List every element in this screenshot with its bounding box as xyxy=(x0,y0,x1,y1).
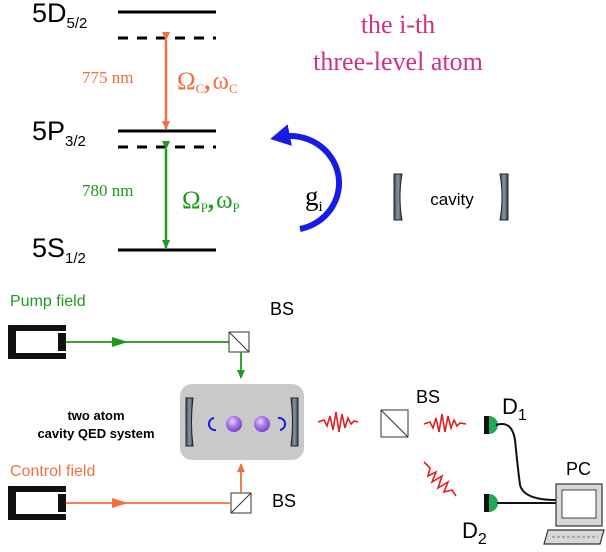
detector-dome xyxy=(489,416,498,434)
level-5p-label: 5P3/2 xyxy=(32,116,86,150)
pump-field-symbol: ΩP,ωP xyxy=(182,187,240,215)
system-label-line1: two atom xyxy=(67,408,124,423)
mirror-icon xyxy=(185,397,194,447)
control-beam-arrow xyxy=(112,498,128,508)
wavelength-780-label: 780 nm xyxy=(82,181,133,200)
d1-label: D1 xyxy=(502,394,527,424)
bs-label-top: BS xyxy=(270,299,294,319)
photon-wavepacket-icon xyxy=(423,413,467,433)
pump-laser xyxy=(8,325,66,359)
atom-title-line1: the i-th xyxy=(361,10,435,39)
pc-label: PC xyxy=(566,459,591,479)
energy-level-diagram: 5D5/2 5P3/2 5S1/2 775 nm 780 nm ΩC,ωC ΩP… xyxy=(32,0,343,267)
detector-icon xyxy=(484,416,489,434)
atom-title-line2: three-level atom xyxy=(313,47,483,76)
coupling-loop-icon xyxy=(277,416,287,431)
photon-wavepacket-icon xyxy=(317,411,359,433)
bs-label-middle: BS xyxy=(416,387,440,407)
cavity-qed-system xyxy=(180,384,304,460)
control-field-symbol: ΩC,ωC xyxy=(177,68,238,96)
mirror-icon xyxy=(499,173,509,221)
computer-screen xyxy=(561,489,597,519)
level-5d-label: 5D5/2 xyxy=(32,0,87,32)
bs-label-bottom: BS xyxy=(272,491,296,511)
laser-window xyxy=(16,331,66,353)
beam-splitter-diagonal xyxy=(230,492,252,514)
atom-icon xyxy=(226,416,242,432)
photon-wavepacket-icon xyxy=(423,461,457,497)
detector-d1 xyxy=(484,416,498,434)
control-field-label: Control field xyxy=(10,463,95,480)
mirror-icon xyxy=(393,173,403,221)
cavity-qed-box xyxy=(180,384,304,460)
coupling-g-label: gi xyxy=(305,181,323,215)
beam-splitter-diagonal xyxy=(380,409,409,438)
mirror-icon xyxy=(290,397,299,447)
d2-label: D2 xyxy=(462,518,487,548)
control-laser xyxy=(8,486,66,520)
system-label-line2: cavity QED system xyxy=(37,426,154,441)
computer-icon xyxy=(543,483,605,545)
beam-splitter-middle xyxy=(380,409,409,438)
coupling-loop-icon xyxy=(207,417,217,432)
cavity-legend: cavity xyxy=(393,173,509,221)
cable-d1 xyxy=(495,423,557,501)
wavelength-775-label: 775 nm xyxy=(82,68,133,87)
detector-icon xyxy=(484,494,489,512)
laser-window xyxy=(16,492,66,514)
laser-aperture xyxy=(58,333,66,351)
atom-icon xyxy=(254,416,270,432)
detector-dome xyxy=(489,494,498,512)
laser-aperture xyxy=(58,494,66,512)
level-5s-label: 5S1/2 xyxy=(32,233,86,267)
coupling-loop-icon xyxy=(270,124,343,232)
detector-d2 xyxy=(484,494,498,512)
beam-splitter-bottom xyxy=(230,492,252,514)
cavity-label: cavity xyxy=(430,190,474,209)
beam-splitter-top xyxy=(228,331,250,353)
beam-splitter-diagonal xyxy=(228,331,250,353)
pump-beam-arrow xyxy=(112,337,128,347)
pump-field-label: Pump field xyxy=(10,293,86,310)
